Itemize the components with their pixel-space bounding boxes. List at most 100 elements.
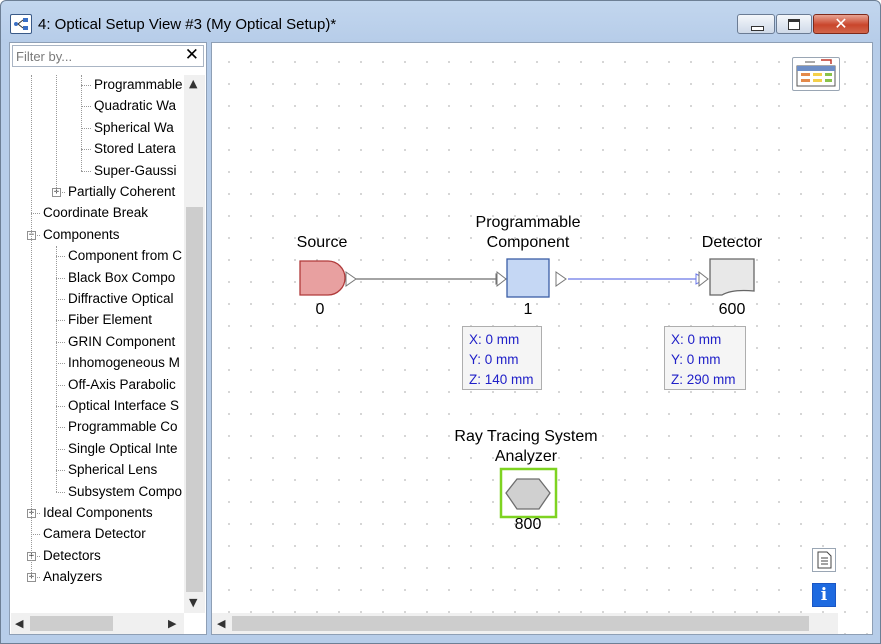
analyzer-node[interactable] xyxy=(499,467,558,519)
detector-z-position: Z: 290 mm xyxy=(671,372,736,387)
tree-item[interactable]: Super-Gaussi xyxy=(94,162,177,178)
tree-guide-line xyxy=(56,75,57,192)
scroll-down-icon[interactable]: ▼ xyxy=(189,596,198,609)
title-bar[interactable]: 4: Optical Setup View #3 (My Optical Set… xyxy=(1,1,880,41)
tree-connector xyxy=(56,320,65,322)
detector-y-position: Y: 0 mm xyxy=(671,352,721,367)
tree-item[interactable]: Components xyxy=(43,226,120,242)
component-number: 1 xyxy=(523,301,533,318)
tree-item[interactable]: Fiber Element xyxy=(68,312,153,328)
minimize-icon xyxy=(751,26,764,31)
detector-node[interactable] xyxy=(698,258,755,296)
canvas-horizontal-scrollbar[interactable]: ◀ xyxy=(212,613,838,634)
document-icon xyxy=(817,551,832,569)
scroll-left-icon[interactable]: ◀ xyxy=(15,617,24,630)
catalog-horizontal-scrollbar[interactable]: ◀ ▶ xyxy=(11,613,184,634)
tree-item[interactable]: Inhomogeneous M xyxy=(68,355,180,371)
source-number: 0 xyxy=(315,301,325,318)
canvas-graphics xyxy=(299,258,755,519)
tree-item[interactable]: Optical Interface S xyxy=(68,398,180,413)
catalog-vertical-scrollbar[interactable]: ▲ ▼ xyxy=(184,75,205,613)
maximize-icon xyxy=(788,19,800,30)
tree-connector xyxy=(56,491,65,493)
component-y-position: Y: 0 mm xyxy=(469,352,519,367)
tree-item[interactable]: Diffractive Optical xyxy=(68,291,174,306)
tree-item[interactable]: Single Optical Inte xyxy=(68,440,178,456)
tree-item[interactable]: Ideal Components xyxy=(43,505,153,520)
tree-item[interactable]: Camera Detector xyxy=(43,526,146,542)
source-node[interactable] xyxy=(299,260,357,296)
tree-item[interactable]: Subsystem Compo xyxy=(68,483,183,499)
tree-connector xyxy=(81,85,91,86)
tree-item[interactable]: Component from C xyxy=(68,248,183,264)
tree-connector xyxy=(56,256,65,258)
minimize-button[interactable] xyxy=(737,14,775,34)
document-button[interactable] xyxy=(812,548,836,572)
catalog-horizontal-scroll-thumb[interactable] xyxy=(30,616,113,631)
source-label: Source xyxy=(296,234,348,251)
component-input-port[interactable] xyxy=(496,270,507,288)
canvas-horizontal-scroll-thumb[interactable] xyxy=(232,616,809,631)
optical-setup-app-icon xyxy=(10,14,32,34)
tree-connector xyxy=(31,534,40,536)
tree-item[interactable]: Analyzers xyxy=(43,569,103,585)
clear-filter-icon[interactable]: ✕ xyxy=(184,45,199,65)
component-output-port[interactable] xyxy=(555,271,567,287)
tree-connector xyxy=(56,277,65,279)
scroll-up-icon[interactable]: ▲ xyxy=(189,77,198,90)
optical-setup-canvas[interactable]: Source 0 Programmable Component 1 Detect… xyxy=(211,42,873,635)
tree-item[interactable]: Black Box Compo xyxy=(68,269,176,285)
window-title: 4: Optical Setup View #3 (My Optical Set… xyxy=(38,16,337,33)
tree-item[interactable]: Programmable Co xyxy=(68,419,178,435)
tree-connector xyxy=(56,384,65,386)
tree-item[interactable]: Detectors xyxy=(43,547,101,563)
tree-connector xyxy=(81,170,91,172)
scroll-right-icon[interactable]: ▶ xyxy=(168,617,177,630)
filter-input[interactable] xyxy=(16,47,176,65)
tree-item[interactable]: Quadratic Wa xyxy=(94,98,177,114)
tree-item[interactable]: Programmable xyxy=(94,77,183,92)
analyzer-label-line2: Analyzer xyxy=(494,448,558,465)
info-button[interactable]: i xyxy=(812,583,836,607)
tree-connector xyxy=(31,213,40,215)
tree-item[interactable]: GRIN Component xyxy=(68,333,176,349)
tree-item[interactable]: Coordinate Break xyxy=(43,205,149,221)
source-output-port[interactable] xyxy=(345,271,357,287)
filter-box: ✕ xyxy=(12,45,204,67)
detector-position-box: X: 0 mm Y: 0 mm Z: 290 mm xyxy=(664,326,746,390)
tree-connector xyxy=(56,406,65,407)
tree-guide-line xyxy=(31,75,32,578)
tree-guide-line xyxy=(56,246,57,492)
tree-connector xyxy=(56,470,65,472)
tree-connector xyxy=(56,363,65,365)
close-icon: ✕ xyxy=(834,14,848,33)
detector-label: Detector xyxy=(701,234,763,251)
maximize-button[interactable] xyxy=(776,14,812,34)
tree-item[interactable]: Spherical Lens xyxy=(68,462,158,478)
component-z-position: Z: 140 mm xyxy=(469,372,534,387)
tree-connector xyxy=(81,127,91,129)
component-x-position: X: 0 mm xyxy=(469,332,520,347)
detector-x-position: X: 0 mm xyxy=(671,332,722,347)
tree-connector xyxy=(56,299,65,300)
tree-connector xyxy=(56,427,65,429)
detector-number: 600 xyxy=(718,301,746,318)
tree-item[interactable]: Off-Axis Parabolic xyxy=(68,376,176,392)
table-settings-button[interactable] xyxy=(792,57,840,91)
canvas-scroll-left-icon[interactable]: ◀ xyxy=(217,617,226,630)
tree-item[interactable]: Spherical Wa xyxy=(94,119,174,135)
analyzer-number: 800 xyxy=(514,516,542,533)
catalog-vertical-scroll-thumb[interactable] xyxy=(186,207,203,592)
tree-connector xyxy=(56,341,65,343)
programmable-component-node[interactable] xyxy=(496,258,567,298)
tree-connector xyxy=(81,149,91,151)
tree-item[interactable]: Stored Latera xyxy=(94,141,176,157)
detector-input-port[interactable] xyxy=(698,270,709,288)
component-label-line1: Programmable xyxy=(475,214,581,231)
tree-item[interactable]: Partially Coherent xyxy=(68,184,176,199)
close-button[interactable]: ✕ xyxy=(813,14,869,34)
info-icon: i xyxy=(820,585,828,605)
